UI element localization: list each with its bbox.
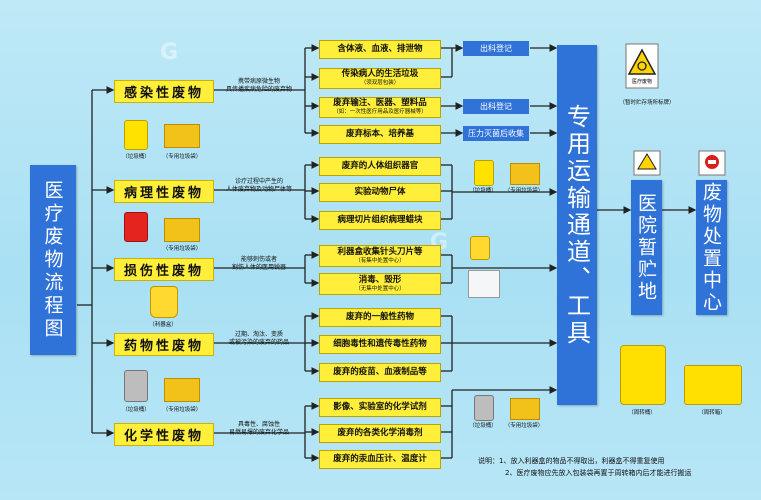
waste-item: 废弃输注、医器、塑料品（如：一次性医疗用品及医疗器械等） (319, 97, 441, 118)
bag-caption: （专用垃圾袋） (504, 188, 544, 194)
category-infectious: 感染性废物 (114, 80, 214, 103)
sharps-container-icon (150, 286, 178, 318)
disposal-center: 废物处置中心 (696, 180, 727, 315)
waste-item-label: 影像、实验室的化学试剂 (333, 401, 427, 412)
waste-item: 废弃的各类化学消毒剂 (319, 424, 441, 443)
sharps-container-icon (470, 236, 490, 260)
category-desc: 过期、淘汰、变质 或被污染的废弃的药品 (228, 331, 289, 347)
waste-item: 废弃的一般性药物 (319, 308, 441, 327)
waste-item-label: 病理切片组织病理蜡块 (337, 214, 423, 225)
waste-item-label: 废弃的疫苗、血液制品等 (333, 366, 427, 377)
waste-item: 病理切片组织病理蜡块 (319, 211, 441, 230)
turnover-bin-icon (620, 345, 666, 405)
disposal-sign-icon (698, 150, 726, 180)
waste-item: 废弃的人体组织器官 (319, 157, 441, 176)
bag-caption: （专用垃圾袋） (504, 423, 544, 429)
waste-bag-icon (164, 378, 200, 402)
waste-item: 影像、实验室的化学试剂 (319, 398, 441, 417)
hospital-storage: 医院暂贮地 (631, 180, 662, 315)
waste-bin-icon (124, 120, 148, 150)
register-out-box: 出科登记 (463, 41, 529, 56)
waste-item-label: 废弃输注、医器、塑料品 (333, 98, 427, 109)
waste-item-label: 废弃的汞血压计、温度计 (333, 453, 427, 464)
waste-item-note: （须双层包装） (360, 80, 400, 87)
category-sharps: 损伤性废物 (114, 258, 214, 281)
waste-item-label: 实验动物尸体 (354, 186, 406, 197)
waste-bag-icon (510, 398, 540, 420)
waste-item: 消毒、毁形（无集中处置中心） (319, 273, 441, 295)
category-desc: 携带病原微生物 具传播疾病危险的废弃物 (225, 78, 292, 94)
bag-caption: （专用垃圾袋） (162, 154, 202, 160)
turnover-bin-caption: （周转桶） (628, 410, 656, 416)
turnover-box-icon (684, 365, 742, 405)
bin-caption: （垃圾桶） (469, 423, 497, 429)
waste-item: 含体液、血液、排泄物 (319, 40, 441, 59)
category-chemical: 化学性废物 (114, 423, 214, 446)
waste-bag-icon (164, 124, 200, 148)
category-pharmaceutical: 药物性废物 (114, 333, 214, 356)
waste-item-label: 废弃的人体组织器官 (341, 160, 419, 171)
waste-item-note: （有集中处置中心） (355, 257, 405, 264)
watermark: G (160, 40, 179, 65)
waste-bin-icon (474, 160, 494, 186)
waste-bin-icon (124, 370, 148, 402)
waste-item-label: 废弃的各类化学消毒剂 (337, 427, 423, 438)
note-line: 2、医疗废物应先放入包装袋再置于周转箱内后才能进行搬运 (505, 469, 692, 477)
waste-item-label: 含体液、血液、排泄物 (337, 43, 423, 54)
category-desc: 具毒性、腐蚀性 易燃易爆的废弃化学品 (228, 421, 289, 437)
waste-item: 废弃的汞血压计、温度计 (319, 450, 441, 469)
waste-bag-icon (164, 218, 200, 242)
biohazard-sign-small-icon (633, 150, 661, 180)
bag-caption: （专用垃圾袋） (162, 407, 202, 413)
waste-item-label: 细胞毒性和遗传毒性药物 (333, 338, 427, 349)
biohazard-sign-icon (612, 42, 672, 94)
waste-item-label: 消毒、毁形 (358, 274, 402, 285)
waste-item: 废弃标本、培养基 (319, 125, 441, 144)
sterilizer-icon (468, 270, 500, 298)
bin-caption: （垃圾桶） (122, 154, 150, 160)
waste-item-label: 传染病人的生活垃圾 (341, 69, 419, 80)
sterilize-collect-box: 压力灭菌后收集 (463, 126, 529, 141)
sharps-caption: （利器盒） (149, 322, 177, 328)
category-desc: 能够刺伤或者 割伤人体的医用锐器 (231, 256, 286, 272)
waste-item: 废弃的疫苗、血液制品等 (319, 363, 441, 382)
bag-caption: （专用垃圾袋） (162, 246, 202, 252)
sign-text: 医疗废物 (631, 79, 652, 85)
bin-caption: （垃圾桶） (469, 188, 497, 194)
waste-bin-icon (474, 395, 494, 421)
waste-item: 细胞毒性和遗传毒性药物 (319, 335, 441, 354)
waste-bag-icon (510, 163, 540, 185)
waste-item: 利器盒收集针头刀片等（有集中处置中心） (319, 245, 441, 267)
note-line: 说明：1、放入利器盒的物品不得取出，利器盒不得重复使用 (478, 457, 665, 465)
waste-item-label: 废弃标本、培养基 (345, 128, 414, 139)
category-desc: 诊疗过程中产生的 人体废弃物及动物尸体等 (225, 178, 292, 194)
bin-caption: （垃圾桶） (122, 407, 150, 413)
register-out-box: 出科登记 (463, 99, 529, 114)
waste-item-label: 利器盒收集针头刀片等 (337, 246, 423, 257)
waste-item-label: 废弃的一般性药物 (345, 311, 414, 322)
category-pathological: 病理性废物 (114, 180, 214, 203)
waste-item-note: （无集中处置中心） (355, 285, 405, 292)
waste-item-note: （如：一次性医疗用品及医疗器械等） (333, 109, 427, 116)
sign-caption: （暂时贮存场所标牌） (619, 100, 675, 106)
turnover-box-caption: （周转箱） (698, 410, 726, 416)
waste-item: 实验动物尸体 (319, 183, 441, 202)
waste-item: 传染病人的生活垃圾（须双层包装） (319, 68, 441, 89)
transport-channel: 专用运输通道、工具 (557, 45, 597, 405)
main-title: 医疗废物流程图 (30, 165, 76, 355)
waste-bin-icon (124, 212, 148, 242)
